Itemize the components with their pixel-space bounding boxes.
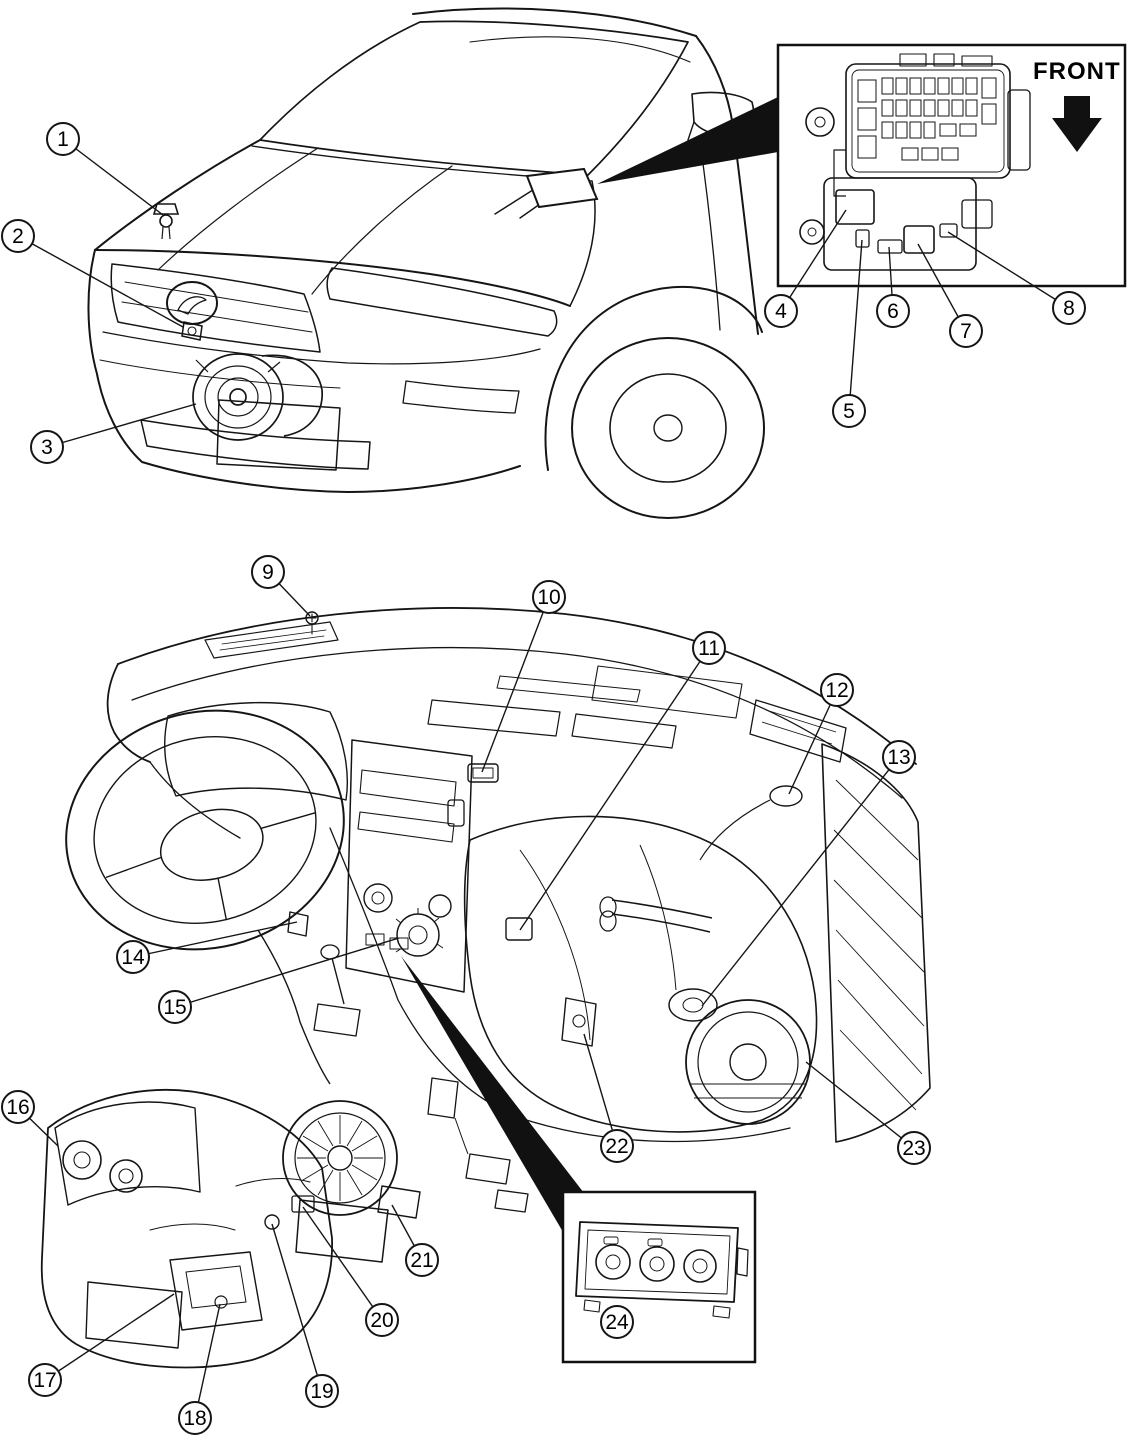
callout-2: 2 <box>1 219 35 253</box>
ac-compressor <box>192 353 323 441</box>
floor-brackets <box>427 1077 529 1213</box>
leader-line-4 <box>780 209 847 312</box>
climate-control-inset <box>561 1190 757 1364</box>
callout-6: 6 <box>876 294 910 328</box>
callout-10: 10 <box>532 580 566 614</box>
leader-line-14 <box>132 921 298 958</box>
leader-line-22 <box>583 1033 618 1147</box>
leader-line-23 <box>805 1061 915 1149</box>
leader-lines <box>17 138 1070 1419</box>
dashboard-illustration <box>106 607 917 1143</box>
front-label: FRONT <box>1033 58 1121 85</box>
car-front-illustration <box>87 7 765 519</box>
callout-16: 16 <box>1 1090 35 1124</box>
front-direction-arrow-icon <box>1052 96 1102 152</box>
center-stack <box>287 739 499 1037</box>
callout-9: 9 <box>251 555 285 589</box>
leader-line-2 <box>17 235 184 328</box>
callout-22: 22 <box>600 1129 634 1163</box>
ac-pressure-switch <box>152 203 180 240</box>
leader-line-15 <box>174 937 400 1008</box>
callout-12: 12 <box>820 673 854 707</box>
callout-3: 3 <box>30 430 64 464</box>
leader-line-11 <box>519 647 710 931</box>
leader-line-19 <box>271 1223 323 1392</box>
callout-8: 8 <box>1052 291 1086 325</box>
callout-19: 19 <box>305 1374 339 1408</box>
grille-clip <box>181 321 203 341</box>
dash-right-end-panel <box>749 699 931 1143</box>
leader-line-5 <box>848 239 863 412</box>
leader-line-1 <box>62 138 164 216</box>
steering-wheel <box>65 709 345 951</box>
callout-7: 7 <box>949 314 983 348</box>
leader-line-8 <box>947 231 1070 309</box>
leader-line-18 <box>194 1303 221 1419</box>
callout-14: 14 <box>116 940 150 974</box>
leader-line-10 <box>481 596 550 773</box>
pointer-wedge-to-climate-control-inset <box>401 956 594 1232</box>
console-illustration <box>40 1089 333 1369</box>
fusebox-inset <box>776 43 1127 288</box>
callout-15: 15 <box>158 990 192 1024</box>
callout-17: 17 <box>28 1363 62 1397</box>
leader-line-17 <box>44 1293 175 1381</box>
leader-line-3 <box>46 403 197 448</box>
blower-assembly <box>282 1100 421 1263</box>
steering-column <box>257 929 331 1085</box>
callout-11: 11 <box>692 631 726 665</box>
callout-24: 24 <box>600 1305 634 1339</box>
leader-line-20 <box>302 1206 383 1321</box>
callout-21: 21 <box>405 1243 439 1277</box>
callout-13: 13 <box>882 740 916 774</box>
callout-23: 23 <box>897 1131 931 1165</box>
callout-20: 20 <box>365 1303 399 1337</box>
callout-18: 18 <box>178 1401 212 1435</box>
callout-4: 4 <box>764 294 798 328</box>
fuse-grid <box>857 77 997 161</box>
fusebox-location-marker <box>525 167 599 209</box>
callout-5: 5 <box>832 394 866 428</box>
leader-line-12 <box>788 689 838 795</box>
callout-1: 1 <box>46 122 80 156</box>
leader-line-13 <box>701 756 900 1007</box>
hvac-unit <box>463 785 818 1133</box>
pointer-wedge-to-fusebox-inset <box>597 97 778 184</box>
